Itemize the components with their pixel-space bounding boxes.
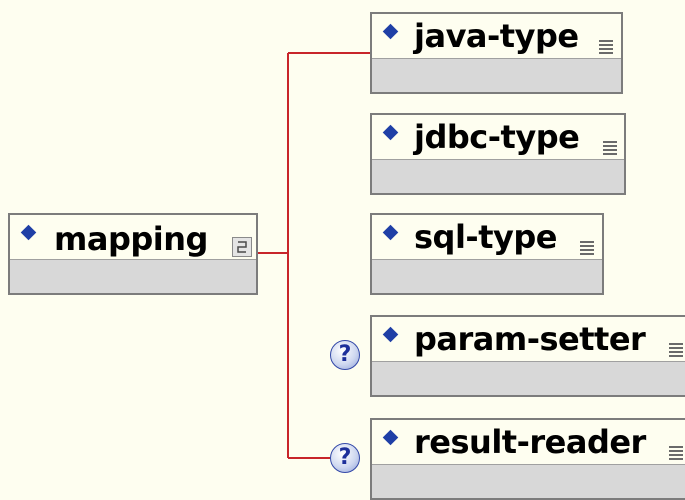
sequence-icon[interactable] bbox=[232, 237, 252, 257]
child-node-result-reader[interactable]: result-reader bbox=[370, 418, 685, 500]
element-diamond-icon bbox=[382, 429, 399, 446]
element-diamond-icon bbox=[20, 224, 37, 241]
node-header: java-type bbox=[372, 14, 621, 59]
root-node-mapping[interactable]: mapping bbox=[8, 213, 258, 295]
list-icon bbox=[669, 446, 683, 460]
node-label: sql-type bbox=[414, 218, 557, 256]
element-diamond-icon bbox=[382, 326, 399, 343]
node-label: mapping bbox=[54, 220, 208, 258]
optional-icon: ? bbox=[330, 340, 360, 370]
node-label: param-setter bbox=[414, 320, 646, 358]
list-icon bbox=[599, 40, 613, 54]
node-header: param-setter bbox=[372, 317, 685, 362]
child-node-sql-type[interactable]: sql-type bbox=[370, 213, 604, 295]
element-diamond-icon bbox=[382, 224, 399, 241]
element-diamond-icon bbox=[382, 124, 399, 141]
node-header: result-reader bbox=[372, 420, 685, 465]
list-icon bbox=[580, 241, 594, 255]
child-node-param-setter[interactable]: param-setter bbox=[370, 315, 685, 397]
node-label: result-reader bbox=[414, 423, 646, 461]
optional-icon: ? bbox=[330, 443, 360, 473]
element-diamond-icon bbox=[382, 23, 399, 40]
list-icon bbox=[603, 141, 617, 155]
node-header: sql-type bbox=[372, 215, 602, 260]
node-header: mapping bbox=[10, 215, 256, 260]
node-label: jdbc-type bbox=[414, 118, 580, 156]
node-label: java-type bbox=[414, 17, 579, 55]
node-header: jdbc-type bbox=[372, 115, 624, 160]
child-node-jdbc-type[interactable]: jdbc-type bbox=[370, 113, 626, 195]
list-icon bbox=[669, 343, 683, 357]
child-node-java-type[interactable]: java-type bbox=[370, 12, 623, 94]
